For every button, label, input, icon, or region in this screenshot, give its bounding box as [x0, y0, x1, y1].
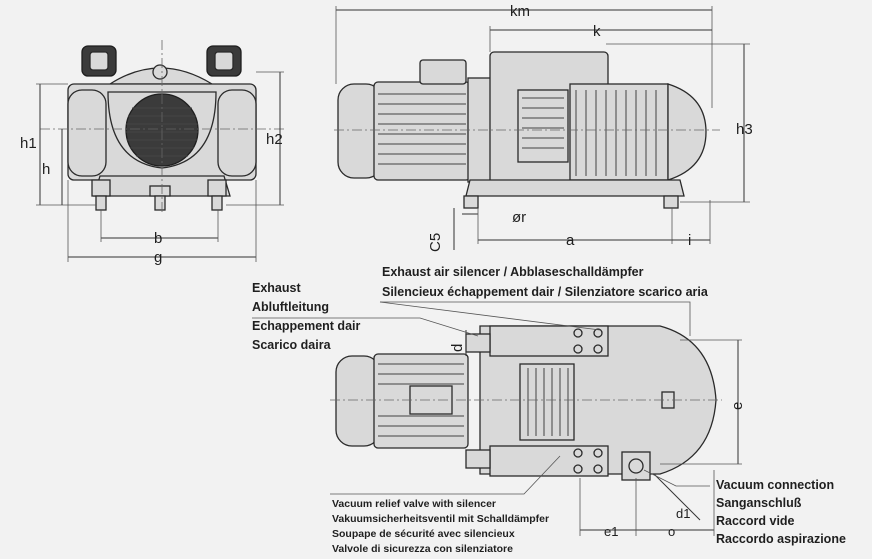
dim-d-label: d: [449, 344, 466, 352]
dim-e-label: e: [729, 402, 746, 410]
dim-h1-label: h1: [20, 135, 37, 152]
vacuum-relief-callout: Vacuum relief valve with silencer Vakuum…: [332, 498, 549, 555]
dim-km-label: km: [510, 3, 530, 20]
dim-h2-label: h2: [266, 131, 283, 148]
dim-h-label: h: [42, 161, 50, 178]
dim-k-label: k: [593, 23, 601, 40]
vacuum-relief-en: Vacuum relief valve with silencer: [332, 498, 496, 510]
motor-fins: [378, 93, 466, 165]
exhaust-silencer-callout: Exhaust air silencer / Abblaseschalldämp…: [382, 265, 709, 299]
vacuum-connection-callout: Vacuum connection Sanganschluß Raccord v…: [716, 478, 846, 546]
dim-g-label: g: [154, 249, 162, 266]
front-view: h1 h h2 b g: [20, 40, 284, 266]
exhaust-it: Scarico daira: [252, 338, 332, 352]
exhaust-callout: Exhaust Abluftleitung Echappement dair S…: [252, 281, 360, 352]
dim-c5-label: C5: [427, 233, 444, 252]
dim-i-label: i: [688, 232, 691, 249]
vacuum-connection-de: Sanganschluß: [716, 496, 802, 510]
exhaust-fr: Echappement dair: [252, 319, 360, 333]
vacuum-relief-it: Valvole di sicurezza con silenziatore: [332, 543, 513, 555]
callout-leaders: [252, 301, 710, 495]
dim-d1-label: d1: [676, 506, 690, 521]
exhaust-de: Abluftleitung: [252, 300, 329, 314]
dim-h3-label: h3: [736, 121, 753, 138]
dim-or-label: ør: [512, 209, 526, 226]
pump-fins: [575, 90, 657, 176]
exhaust-en: Exhaust: [252, 281, 301, 295]
exhaust-silencer-line2: Silencieux échappement dair / Silenziato…: [382, 285, 709, 299]
vacuum-connection-fr: Raccord vide: [716, 514, 795, 528]
dim-b-label: b: [154, 230, 162, 247]
vacuum-relief-de: Vakuumsicherheitsventil mit Schalldämpfe…: [332, 513, 549, 525]
exhaust-silencer-line1: Exhaust air silencer / Abblaseschalldämp…: [382, 265, 644, 279]
housing-grille: [522, 97, 564, 149]
vacuum-connection-it: Raccordo aspirazione: [716, 532, 846, 546]
top-central-fins: [527, 368, 569, 436]
dim-o-label: o: [668, 524, 675, 539]
top-motor-fins: [378, 363, 464, 437]
vacuum-connection-en: Vacuum connection: [716, 478, 834, 492]
top-view: d e e1 o d1: [330, 325, 746, 539]
side-view: km k h3 ør a i C5: [334, 3, 753, 252]
dim-e1-label: e1: [604, 524, 618, 539]
dim-a-label: a: [566, 232, 575, 249]
vacuum-relief-fr: Soupape de sécurité avec silencieux: [332, 528, 515, 540]
